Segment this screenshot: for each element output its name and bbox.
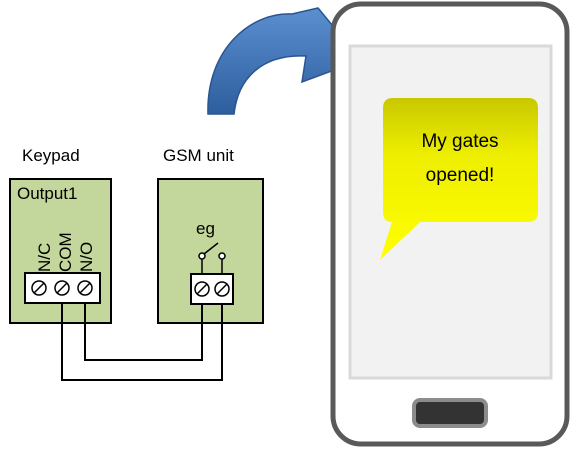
message-line-2: opened! — [426, 165, 495, 186]
wire-com-to-gsm — [61, 303, 223, 381]
keypad-terminal-block — [24, 272, 101, 304]
screw-terminal-icon — [77, 280, 93, 296]
wires — [61, 303, 223, 381]
screw-terminal-icon — [54, 280, 70, 296]
phone-home-button — [412, 398, 488, 428]
keypad-output-label: Output1 — [17, 184, 78, 203]
terminal-label-no: N/O — [77, 242, 96, 272]
terminal-label-com: COM — [56, 232, 75, 272]
screw-terminal-icon — [31, 280, 47, 296]
gsm-unit-title: GSM unit — [163, 146, 234, 165]
relay-switch-icon — [198, 242, 226, 274]
message-line-1: My gates — [421, 131, 498, 152]
relay-label: eg — [196, 219, 215, 238]
keypad-title: Keypad — [22, 146, 80, 165]
smartphone — [330, 1, 570, 447]
speech-bubble: My gates opened! — [380, 98, 538, 260]
keypad-terminal-labels: N/C COM N/O — [35, 232, 96, 272]
terminal-label-nc: N/C — [35, 243, 54, 272]
screw-terminal-icon — [194, 281, 210, 297]
screw-terminal-icon — [214, 281, 230, 297]
wire-no-to-gsm — [84, 303, 203, 361]
gsm-terminal-block — [190, 273, 234, 305]
